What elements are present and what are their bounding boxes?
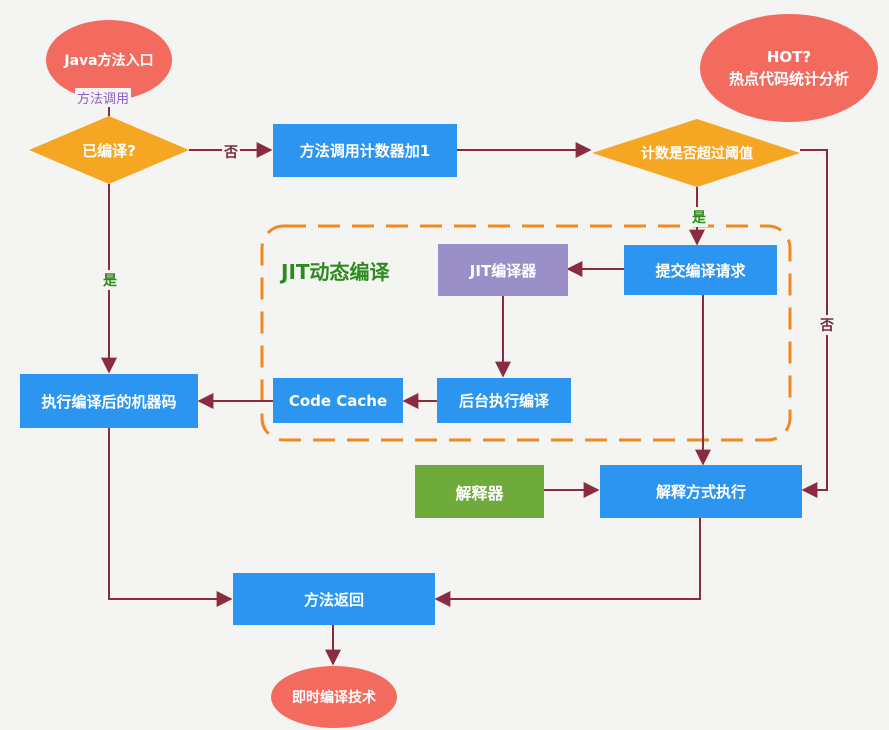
threshold-check-label: 计数是否超过阈值 — [641, 146, 753, 162]
jit-compiler-box: JIT编译器 — [438, 244, 568, 296]
jit-boundary — [260, 224, 792, 442]
edge-label-threshold-no: 否 — [818, 315, 836, 335]
edge-interpret-to-return — [434, 518, 701, 607]
exec-machine-code-box: 执行编译后的机器码 — [20, 374, 198, 428]
threshold-check-diamond — [592, 119, 800, 187]
edge-label-method-call: 方法调用 — [75, 88, 132, 107]
background-compile-box: 后台执行编译 — [437, 378, 571, 423]
interpreter-box: 解释器 — [415, 465, 544, 518]
submit-request-box: 提交编译请求 — [624, 245, 777, 295]
interpret-exec-box: 解释方式执行 — [600, 465, 802, 518]
counter-increment-box: 方法调用计数器加1 — [273, 124, 457, 177]
edge-label-compiled-yes: 是 — [101, 270, 119, 290]
code-cache-box: Code Cache — [273, 378, 403, 423]
hot-subtitle: 热点代码统计分析 — [728, 70, 849, 88]
compiled-check-diamond — [29, 116, 189, 184]
method-return-box: 方法返回 — [233, 573, 435, 625]
hot-title: HOT? — [766, 48, 812, 66]
start-terminal: Java方法入口 — [46, 20, 172, 100]
edge-label-threshold-yes: 是 — [690, 207, 708, 227]
edge-exec-to-return — [108, 428, 233, 607]
jit-section-title: JIT动态编译 — [281, 260, 390, 284]
edge-label-compiled-no: 否 — [222, 142, 240, 162]
compiled-check-label: 已编译? — [82, 141, 136, 160]
hot-bubble: HOT? 热点代码统计分析 — [700, 14, 878, 122]
end-terminal: 即时编译技术 — [271, 666, 397, 728]
